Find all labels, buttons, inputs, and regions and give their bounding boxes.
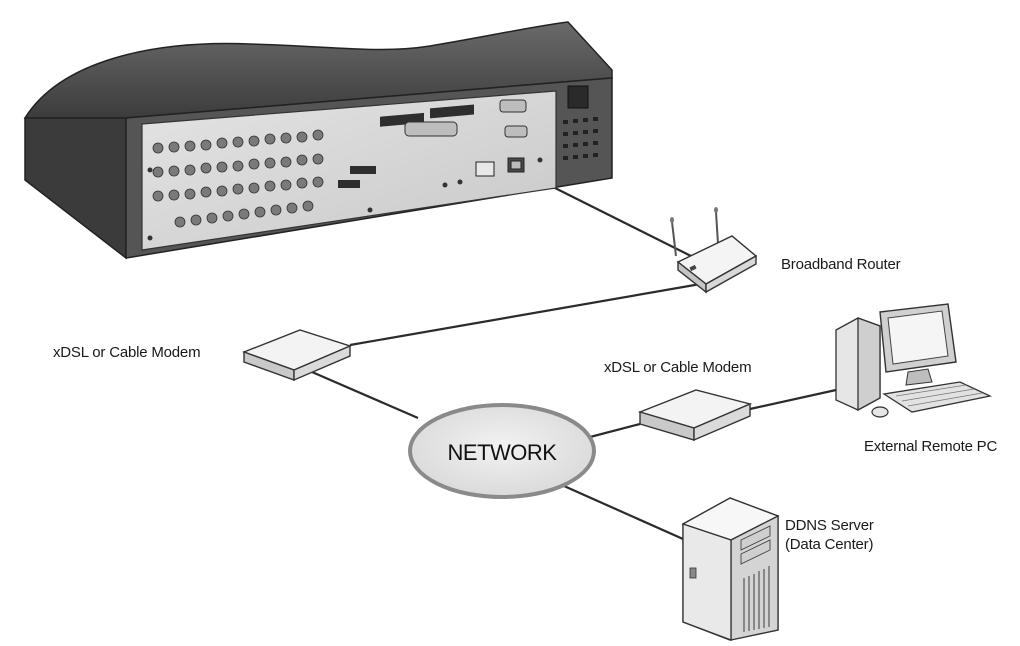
dvr-top [23, 21, 613, 119]
remote-pc-icon [835, 303, 993, 418]
network-label: NETWORK [448, 440, 558, 465]
link-router-modem-left [349, 280, 713, 347]
bnc-connectors [152, 129, 324, 228]
dvr-side [24, 117, 127, 260]
ddns-server-label: DDNS Server (Data Center) [785, 516, 874, 554]
ddns-server-icon [681, 497, 780, 641]
lan-ports [475, 157, 525, 177]
modem-left-label: xDSL or Cable Modem [53, 344, 201, 361]
remote-pc-label: External Remote PC [864, 438, 998, 455]
power-inlet [567, 85, 589, 109]
ddns-label-line2: (Data Center) [785, 536, 874, 553]
ddns-label-line1: DDNS Server [785, 517, 874, 534]
modem-right-icon [637, 389, 753, 442]
link-network-ddns [563, 484, 684, 541]
panel-screws [147, 157, 543, 241]
connection-lines [311, 169, 837, 541]
link-modem-left-network [311, 370, 419, 420]
modem-left-icon [242, 329, 352, 382]
db-connectors [404, 99, 528, 138]
link-modem-right-pc [749, 388, 837, 411]
dvr-unit [23, 21, 613, 260]
link-network-modem-right [589, 422, 641, 439]
modem-right-label: xDSL or Cable Modem [604, 359, 752, 376]
router-icon [670, 207, 758, 294]
vent-grid [563, 117, 598, 160]
router-label: Broadband Router [781, 256, 901, 273]
network-cloud [408, 403, 596, 499]
